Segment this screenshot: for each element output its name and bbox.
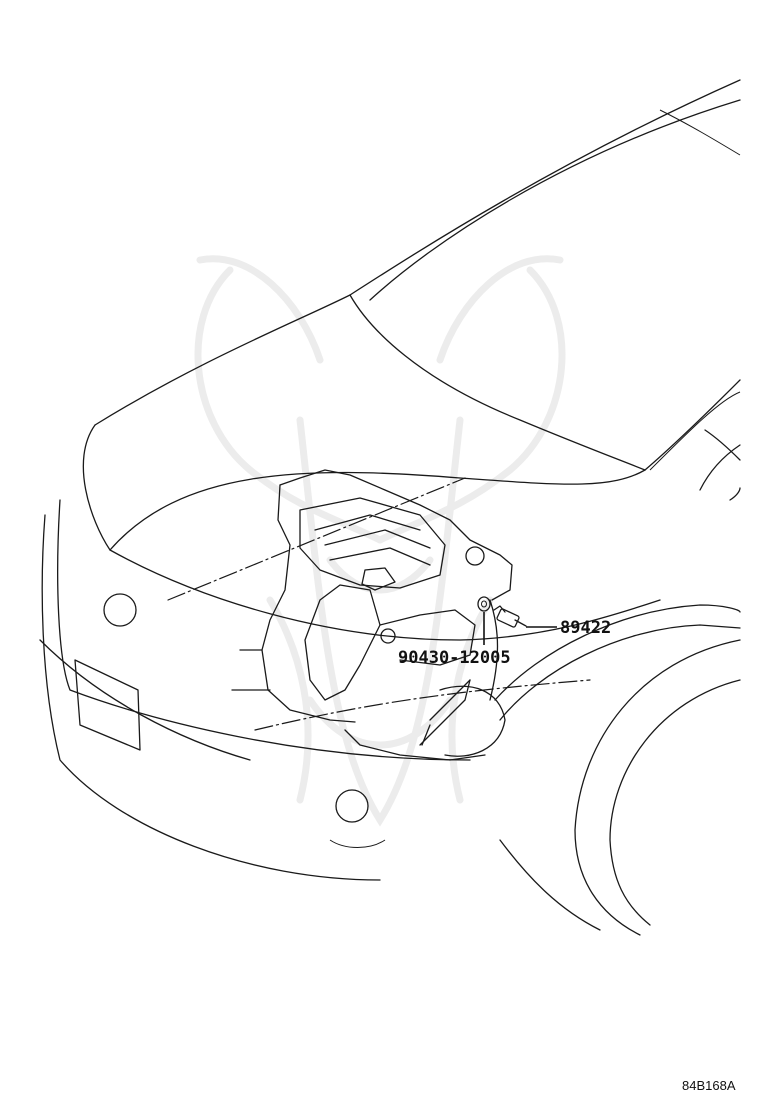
car-body-outline <box>39 79 741 936</box>
part-gasket-90430-12005 <box>477 596 491 612</box>
part-sensor-89422 <box>493 605 527 628</box>
part-label-90430-12005[interactable]: 90430-12005 <box>398 648 511 668</box>
part-label-89422[interactable]: 89422 <box>560 618 611 638</box>
engine-block <box>231 469 513 761</box>
watermark-emblem <box>194 255 566 827</box>
figure-code: 84B168A <box>682 1078 736 1093</box>
